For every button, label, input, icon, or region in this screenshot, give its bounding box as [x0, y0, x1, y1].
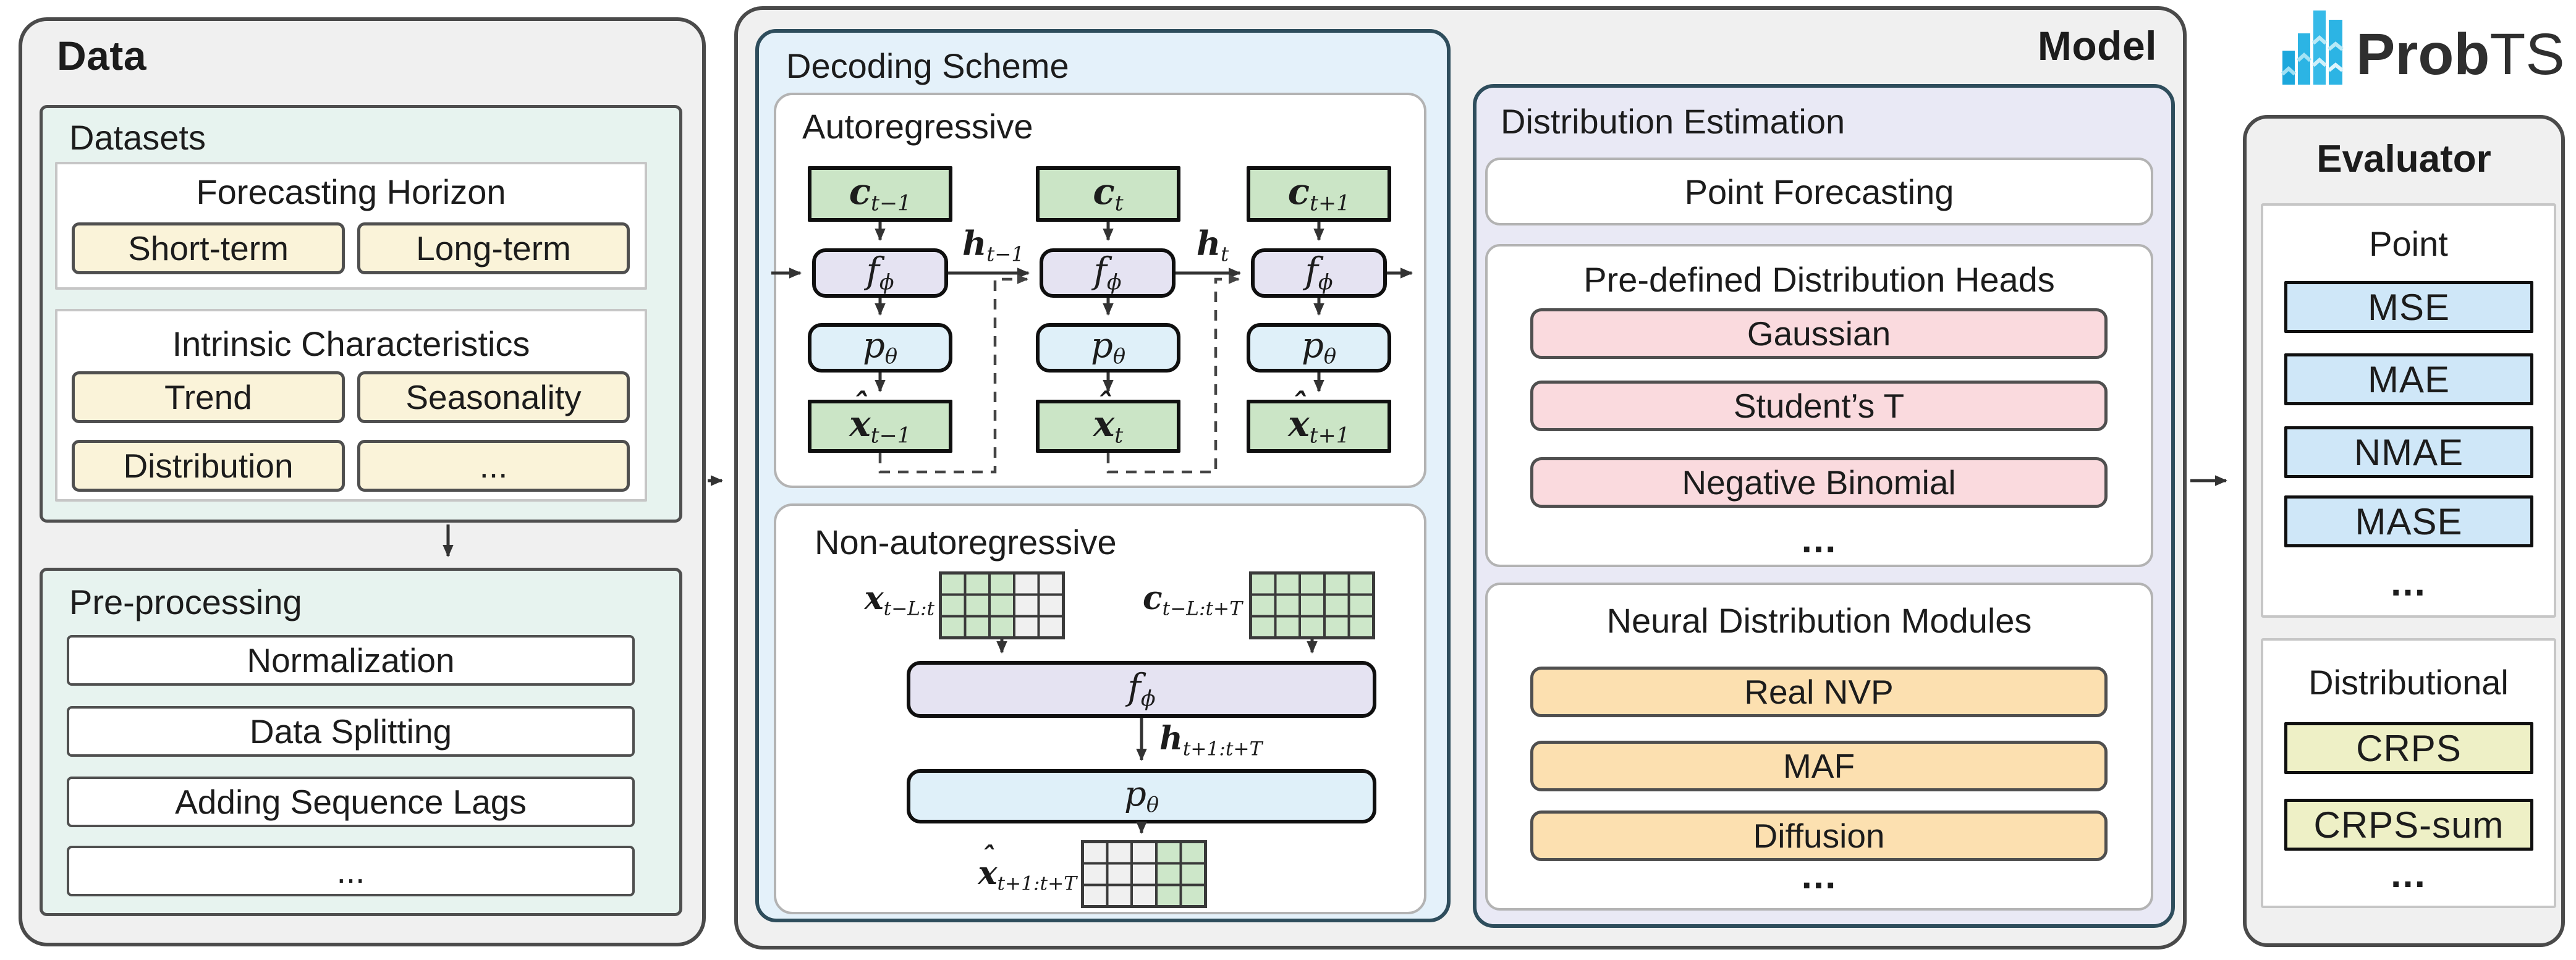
decoding-scheme-title: Decoding Scheme — [786, 46, 1069, 85]
step-adding-sequence-lags: Adding Sequence Lags — [67, 777, 635, 827]
modules-ellipsis: ... — [1801, 854, 1837, 897]
metric-crps: CRPS — [2284, 722, 2533, 774]
density-box-1: pθ — [808, 323, 952, 373]
decoder-fn-box-2: fϕ — [1040, 248, 1176, 298]
logo-prob: Prob — [2356, 22, 2490, 87]
module-real-nvp: Real NVP — [1530, 667, 2108, 717]
model-panel-title: Model — [2037, 23, 2157, 69]
metric-mase: MASE — [2284, 495, 2533, 547]
point-forecasting-box: Point Forecasting — [1485, 158, 2153, 225]
distribution-estimation-title: Distribution Estimation — [1501, 102, 1845, 141]
nar-decoder-fn-box: fϕ — [907, 661, 1376, 718]
tag-seasonality: Seasonality — [357, 371, 630, 423]
point-metrics-title: Point — [2369, 224, 2448, 263]
density-box-3: pθ — [1247, 323, 1391, 373]
nar-density-box: pθ — [907, 769, 1376, 823]
distributional-metrics-ellipsis: ... — [2391, 853, 2426, 896]
preprocessing-title: Pre-processing — [69, 583, 302, 621]
heads-ellipsis: ... — [1801, 518, 1837, 561]
decoder-fn-box-3: fϕ — [1251, 248, 1387, 298]
context-box-t: ct — [1036, 166, 1180, 222]
tag-distribution: Distribution — [72, 440, 345, 492]
density-box-2: pθ — [1036, 323, 1180, 373]
non-autoregressive-title: Non-autoregressive — [815, 523, 1117, 562]
input-grid — [939, 571, 1065, 639]
head-gaussian: Gaussian — [1530, 308, 2108, 359]
decoder-fn-box-1: fϕ — [812, 248, 948, 298]
autoregressive-title: Autoregressive — [802, 107, 1033, 146]
point-metrics-box — [2261, 203, 2556, 618]
intrinsic-characteristics-title: Intrinsic Characteristics — [172, 324, 530, 363]
context-grid — [1249, 571, 1375, 639]
head-negative-binomial: Negative Binomial — [1530, 457, 2108, 508]
nar-context-label: ct−L:t+T — [1142, 579, 1242, 620]
step-normalization: Normalization — [67, 635, 635, 686]
metric-mae: MAE — [2284, 353, 2533, 405]
head-students-t: Student’s T — [1530, 381, 2108, 431]
probts-logo-text: ProbTS — [2356, 23, 2565, 85]
hidden-state-label-2: ht — [1196, 224, 1229, 267]
probts-logo-icon — [2281, 11, 2344, 85]
predefined-heads-title: Pre-defined Distribution Heads — [1583, 260, 2055, 299]
metric-crps-sum: CRPS-sum — [2284, 799, 2533, 851]
module-maf: MAF — [1530, 741, 2108, 791]
tag-trend: Trend — [72, 371, 345, 423]
evaluator-title: Evaluator — [2316, 138, 2491, 180]
neural-modules-title: Neural Distribution Modules — [1606, 601, 2032, 640]
distributional-metrics-title: Distributional — [2308, 663, 2509, 702]
hidden-state-label-1: ht−1 — [962, 224, 1025, 267]
logo-ts: TS — [2489, 22, 2565, 87]
tag-long-term: Long-term — [357, 222, 630, 274]
tag-short-term: Short-term — [72, 222, 345, 274]
forecasting-horizon-title: Forecasting Horizon — [196, 172, 506, 211]
nar-hidden-label: ht+1:t+T — [1159, 720, 1263, 760]
point-metrics-ellipsis: ... — [2391, 562, 2426, 604]
step-data-splitting: Data Splitting — [67, 706, 635, 757]
nar-input-label: xt−L:t — [864, 579, 934, 620]
data-panel-title: Data — [57, 33, 147, 78]
output-grid — [1081, 840, 1207, 908]
context-box-t+1: ct+1 — [1247, 166, 1391, 222]
metric-nmae: NMAE — [2284, 426, 2533, 478]
context-box-t-1: ct−1 — [808, 166, 952, 222]
module-diffusion: Diffusion — [1530, 811, 2108, 861]
step-more: ... — [67, 846, 635, 896]
datasets-title: Datasets — [69, 118, 206, 157]
tag-more-characteristics: ... — [357, 440, 630, 492]
metric-mse: MSE — [2284, 281, 2533, 333]
